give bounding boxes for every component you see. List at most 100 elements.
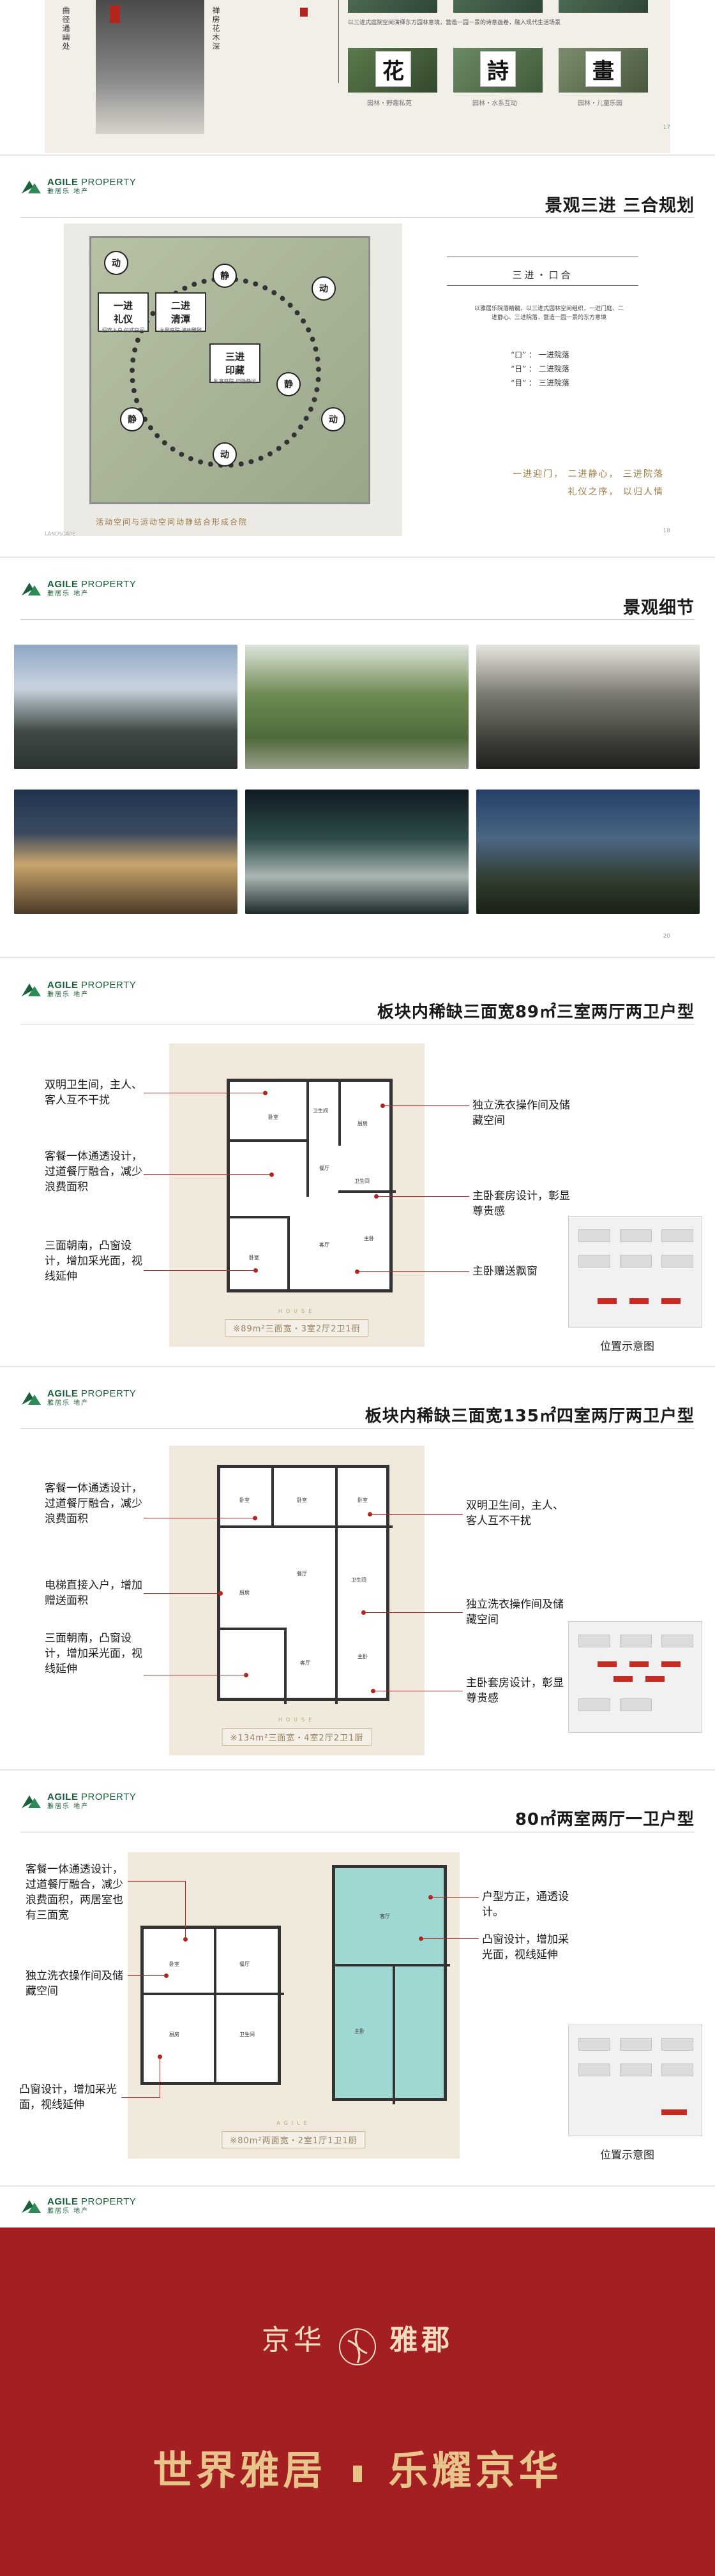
location-map [568,2025,702,2136]
note-right-1: 户型方正，通透设计。 [482,1891,569,1919]
seal-dong-2: 动 [312,276,336,301]
floorplan-highlight-unit: 客厅 主卧 [332,1865,450,2104]
room-label: 卫生间 [351,1577,366,1583]
red-seal-stamp-small [300,8,308,17]
logo-english: AGILE PROPERTY [47,2196,137,2207]
photo-tree-lined-path [245,645,469,769]
slide-title: 景观细节 [623,598,695,618]
slogan: 世界雅居 乐耀京华 [0,2438,715,2496]
floorplan-outline: 卧室 餐厅 厨房 卫生间 客厅 卧室 主卧 卫生间 [227,1079,396,1292]
seal-divider [353,2466,362,2482]
seal-jing-2: 静 [120,407,144,431]
location-map [568,1621,702,1733]
floorplan-caption: ※80m²两面宽・2室1厅1卫1厨 [222,2131,366,2148]
room-label: 主卧 [358,1654,368,1659]
slide-separator [0,2185,715,2187]
floorplan-80: 卧室 餐厅 厨房 卫生间 客厅 主卧 AGILE ※80m²两面宽・2室1厅1卫… [128,1852,460,2159]
vertical-poem-2: 禅房花木深 [211,6,220,51]
vertical-poem-1: 曲径通幽处 [61,6,70,51]
kv-row-3: “目” ： 三进院落 [511,378,569,387]
caption-1: 园林・野趣私苑 [367,100,412,107]
room-label: 主卧 [364,1236,374,1241]
slogan-right: 乐耀京华 [388,2447,562,2494]
note-right-3: 主卧赠送飘窗 [472,1265,538,1278]
note-left-1: 客餐一体通透设计，过道餐厅融合，减少浪费面积 [45,1482,142,1525]
room-label: 卧室 [268,1114,278,1120]
seal-dong-4: 动 [213,442,237,467]
logo-chinese: 雅居乐 地产 [47,991,89,998]
brand-logo: AGILE PROPERTY 雅居乐 地产 [20,1792,136,1810]
char-painting: 畫 [585,51,621,87]
room-label: 客厅 [380,1913,390,1919]
slide-landscape-detail: AGILE PROPERTY 雅居乐 地产 景观细节 20 [0,563,715,955]
logo-chinese: 雅居乐 地产 [47,1803,89,1810]
slide-separator [0,1366,715,1367]
floorplan-caption: ※89m²三面宽・3室2厅2卫1厨 [225,1319,369,1337]
site-plan-map: 一进 礼仪迎宾入户 仪式空间 二进 清潭水景庭院 清幽雅致 三进 印藏私享庭院 … [89,236,370,504]
slide-separator [0,1769,715,1771]
location-caption: 位置示意图 [600,2149,654,2162]
slide-floorplan-135: AGILE PROPERTY 雅居乐 地产 板块内稀缺三面宽135㎡四室两厅两卫… [0,1372,715,1768]
logo-chinese: 雅居乐 地产 [47,2208,89,2215]
logo-english: AGILE PROPERTY [47,1388,137,1399]
caption-2: 园林・水系互动 [472,100,517,107]
site-plan: 一进 礼仪迎宾入户 仪式空间 二进 清潭水景庭院 清幽雅致 三进 印藏私享庭院 … [64,223,402,536]
room-label: 卧室 [249,1255,259,1261]
divider-line [338,0,339,83]
logo-english: AGILE PROPERTY [47,1792,137,1802]
brand-left: 京华 [261,2324,326,2356]
slide-title: 板块内稀缺三面宽89㎡三室两厅两卫户型 [377,1003,695,1022]
page-number: 17 [663,124,670,131]
room-label: 卫生间 [354,1178,370,1184]
title-rule [20,619,695,620]
location-caption: 位置示意图 [600,1340,654,1353]
char-flower: 花 [375,51,411,87]
brand-logo: AGILE PROPERTY 雅居乐 地产 [20,2197,136,2215]
room-label: 客厅 [319,1242,329,1248]
plan-description: 以雅居乐院落精髓，以三进式园林空间组织，一进门庭、二进静心、三进院落，营造一园一… [474,306,624,321]
agile-logo-icon [20,580,42,597]
note-left-2: 客餐一体通透设计，过道餐厅融合，减少浪费面积 [45,1150,142,1194]
room-label: 卧室 [169,1961,179,1967]
brand-logo: AGILE PROPERTY 雅居乐 地产 [20,580,136,597]
garden-thumb-1 [348,0,437,13]
house-watermark: HOUSE [278,1717,316,1723]
note-right-2: 独立洗衣操作间及储藏空间 [466,1598,564,1626]
slogan-left: 世界雅居 [153,2447,327,2494]
slide-title: 80㎡两室两厅一卫户型 [515,1810,695,1829]
seal-jing-3: 静 [276,372,301,396]
brand-logo: AGILE PROPERTY 雅居乐 地产 [20,980,136,998]
house-watermark: HOUSE [278,1308,316,1314]
logo-chinese: 雅居乐 地产 [47,590,89,597]
note-left-3: 三面朝南，凸窗设计，增加采光面，视线延伸 [45,1239,142,1283]
room-label: 餐厅 [297,1571,307,1576]
zone-3: 三进 印藏私享庭院 归隐静谧 [209,343,260,384]
room-label: 餐厅 [239,1961,250,1967]
agile-logo-icon [20,2198,42,2214]
slide-garden-intro: 曲径通幽处 禅房花木深 以三进式庭院空间演绎东方园林意境，营造一园一景的诗意画卷… [0,0,715,153]
note-left-1: 客餐一体通透设计，过道餐厅融合，减少浪费面积，两居室也有三面宽 [26,1863,123,1922]
poem-line-1: 一进迎门， 二进静心， 三进院落 [513,469,664,479]
house-watermark: AGILE [276,2120,311,2126]
char-poem: 詩 [480,51,516,87]
page-number: 18 [663,528,670,534]
photo-evening-garden [476,790,700,914]
project-brand: 京华 雅郡 [0,2317,715,2369]
note-right-2: 主卧套房设计，彰显尊贵感 [472,1190,570,1218]
note-right-1: 独立洗衣操作间及储藏空间 [472,1099,570,1127]
note-right-3: 主卧套房设计，彰显尊贵感 [466,1677,564,1705]
room-label: 卧室 [239,1497,250,1503]
note-left-3: 三面朝南，凸窗设计，增加采光面，视线延伸 [45,1632,142,1675]
room-label: 卫生间 [313,1108,328,1114]
seal-jing: 静 [213,264,237,288]
logo-english: AGILE PROPERTY [47,579,137,590]
kv-row-2: “日” ： 二进院落 [511,364,569,373]
photo-entrance-gate [14,645,237,769]
poem-line-2: 礼仪之序， 以归人情 [568,487,664,497]
kv-row-1: “口” ： 一进院落 [511,350,569,359]
seal-dong: 动 [104,251,128,275]
floorplan-89: 卧室 餐厅 厨房 卫生间 客厅 卧室 主卧 卫生间 HOUSE ※89m²三面宽… [169,1044,425,1347]
zone-1: 一进 礼仪迎宾入户 仪式空间 [98,292,149,333]
note-right-2: 凸窗设计，增加采光面，视线延伸 [482,1933,569,1961]
intro-text: 以三进式庭院空间演绎东方园林意境，营造一园一景的诗意画卷，融入现代生活场景 [348,20,561,26]
